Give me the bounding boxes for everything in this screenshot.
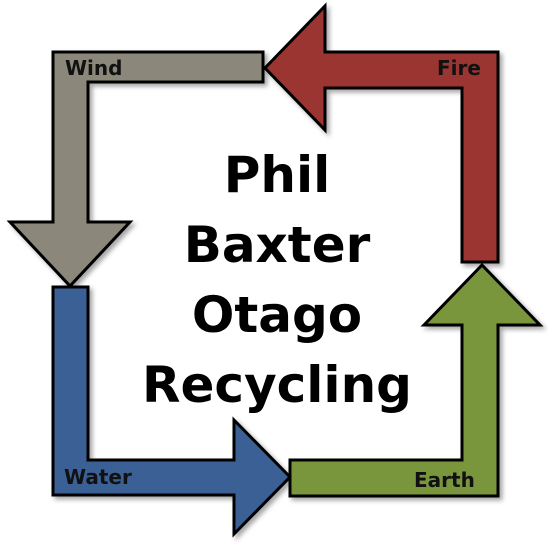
center-title-line-2: Baxter (184, 216, 371, 274)
water-arrow (51, 285, 293, 538)
center-title: Phil Baxter Otago Recycling (142, 146, 412, 414)
earth-label: Earth (414, 468, 475, 492)
fire-label: Fire (437, 56, 481, 80)
water-label: Water (64, 465, 132, 489)
center-title-line-3: Otago (192, 286, 362, 344)
fire-arrow (262, 2, 500, 264)
wind-arrow (6, 50, 265, 289)
earth-arrow (288, 262, 544, 498)
center-title-line-1: Phil (224, 146, 331, 204)
wind-label: Wind (65, 56, 122, 80)
center-title-line-4: Recycling (142, 356, 412, 414)
